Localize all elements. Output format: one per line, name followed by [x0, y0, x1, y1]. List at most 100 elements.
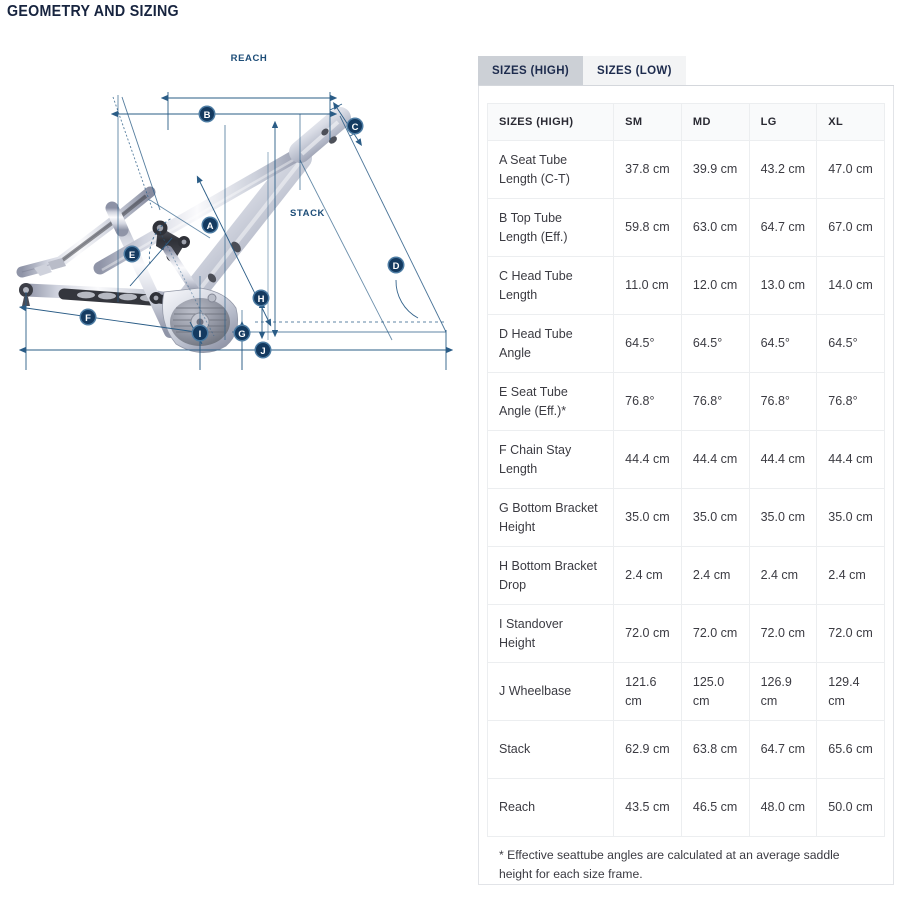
row-value: 67.0 cm: [816, 198, 885, 257]
row-label: I Standover Height: [486, 604, 615, 663]
row-value: 63.8 cm: [680, 720, 750, 779]
row-value: 129.4 cm: [816, 662, 885, 721]
row-value: 35.0 cm: [613, 488, 682, 547]
row-value: 44.4 cm: [680, 430, 750, 489]
marker-c-label: C: [352, 122, 359, 133]
row-value: 11.0 cm: [613, 256, 682, 315]
row-label: E Seat Tube Angle (Eff.)*: [486, 372, 615, 431]
row-value: 64.7 cm: [748, 198, 818, 257]
row-value: 43.2 cm: [748, 140, 818, 199]
row-value: 2.4 cm: [748, 546, 818, 605]
row-label: H Bottom Bracket Drop: [486, 546, 615, 605]
marker-g: G: [233, 324, 251, 342]
row-value: 48.0 cm: [748, 778, 818, 837]
row-value: 72.0 cm: [613, 604, 682, 663]
row-value: 72.0 cm: [816, 604, 885, 663]
row-value: 43.5 cm: [613, 778, 682, 837]
marker-e: E: [123, 245, 141, 263]
marker-j-label: J: [260, 346, 265, 357]
marker-h-label: H: [258, 294, 265, 305]
row-label: A Seat Tube Length (C-T): [486, 140, 615, 199]
bicycle-frame-geometry-diagram: REACH STACK B C A: [0, 40, 460, 370]
row-value: 50.0 cm: [816, 778, 885, 837]
stack-label: STACK: [290, 208, 325, 219]
row-value: 2.4 cm: [613, 546, 682, 605]
sizes-panel: SIZES (HIGH) SIZES (LOW) SIZES (HIGH) SM…: [478, 56, 894, 885]
marker-e-label: E: [129, 250, 135, 261]
row-value: 2.4 cm: [680, 546, 750, 605]
geometry-table: SIZES (HIGH) SM MD LG XL A Seat Tube Len…: [486, 103, 885, 837]
marker-f: F: [79, 308, 97, 326]
marker-j: J: [254, 341, 272, 359]
marker-i: I: [191, 324, 209, 342]
row-value: 44.4 cm: [613, 430, 682, 489]
row-value: 76.8°: [748, 372, 818, 431]
row-label: Reach: [486, 778, 615, 837]
row-value: 72.0 cm: [748, 604, 818, 663]
row-label: B Top Tube Length (Eff.): [486, 198, 615, 257]
row-value: 121.6 cm: [613, 662, 682, 721]
column-header-lg: LG: [748, 103, 818, 141]
row-value: 65.6 cm: [816, 720, 885, 779]
table-footnote: * Effective seattube angles are calculat…: [499, 848, 840, 881]
row-label: C Head Tube Length: [486, 256, 615, 315]
column-header-md: MD: [680, 103, 750, 141]
marker-c: C: [346, 117, 364, 135]
row-value: 46.5 cm: [680, 778, 750, 837]
row-value: 35.0 cm: [816, 488, 885, 547]
row-value: 12.0 cm: [680, 256, 750, 315]
row-value: 64.5°: [748, 314, 818, 373]
column-header-xl: XL: [816, 103, 885, 141]
marker-i-label: I: [199, 329, 202, 340]
row-value: 37.8 cm: [613, 140, 682, 199]
row-value: 44.4 cm: [748, 430, 818, 489]
row-value: 13.0 cm: [748, 256, 818, 315]
row-value: 76.8°: [816, 372, 885, 431]
sizes-tabbar: SIZES (HIGH) SIZES (LOW): [478, 56, 894, 86]
page-title: GEOMETRY AND SIZING: [7, 3, 179, 20]
row-value: 59.8 cm: [613, 198, 682, 257]
row-label: D Head Tube Angle: [486, 314, 615, 373]
row-label: Stack: [486, 720, 615, 779]
row-value: 39.9 cm: [680, 140, 750, 199]
tab-sizes-low[interactable]: SIZES (LOW): [583, 56, 686, 85]
diagram-markers: B C A D: [79, 105, 405, 359]
marker-b-label: B: [204, 110, 211, 121]
row-label: G Bottom Bracket Height: [486, 488, 615, 547]
row-value: 64.5°: [816, 314, 885, 373]
marker-d-label: D: [393, 261, 400, 272]
table-header-row: SIZES (HIGH) SM MD LG XL: [486, 103, 885, 141]
row-value: 64.7 cm: [748, 720, 818, 779]
row-value: 2.4 cm: [816, 546, 885, 605]
row-value: 126.9 cm: [748, 662, 818, 721]
geometry-table-head: SIZES (HIGH) SM MD LG XL: [486, 103, 885, 141]
dimension-lines: [18, 92, 454, 370]
marker-g-label: G: [238, 329, 245, 340]
marker-a: A: [201, 216, 219, 234]
row-value: 35.0 cm: [680, 488, 750, 547]
row-value: 44.4 cm: [816, 430, 885, 489]
row-value: 72.0 cm: [680, 604, 750, 663]
table-row: E Seat Tube Angle (Eff.)*76.8°76.8°76.8°…: [486, 372, 885, 431]
tab-sizes-high[interactable]: SIZES (HIGH): [478, 56, 584, 85]
diagram-frame-illustration: [16, 107, 351, 353]
row-value: 14.0 cm: [816, 256, 885, 315]
marker-f-label: F: [85, 313, 91, 324]
row-label: F Chain Stay Length: [486, 430, 615, 489]
row-value: 76.8°: [680, 372, 750, 431]
marker-d: D: [387, 256, 405, 274]
row-value: 63.0 cm: [680, 198, 750, 257]
marker-a-label: A: [207, 221, 214, 232]
